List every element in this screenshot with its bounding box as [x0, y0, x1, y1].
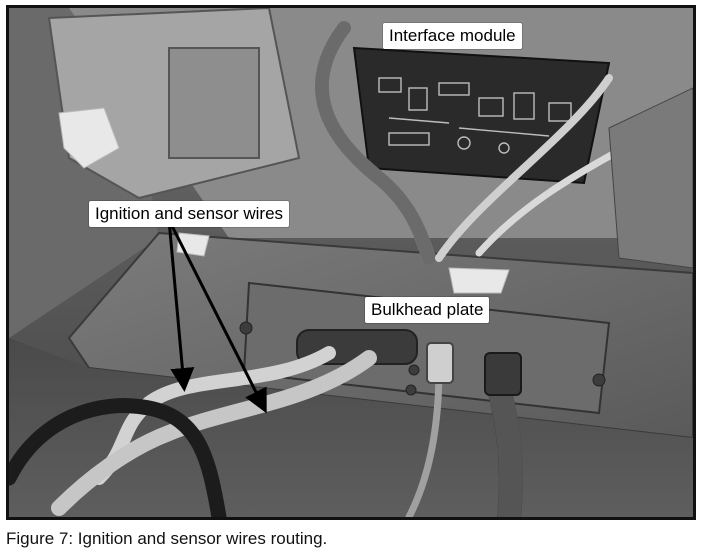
- tube-fitting: [426, 342, 454, 384]
- ignition-arrow-1: [167, 219, 195, 392]
- figure-caption: Figure 7: Ignition and sensor wires rout…: [6, 529, 328, 548]
- module-cable-2: [475, 144, 628, 257]
- ignition-sensor-wire-bundle: [92, 346, 336, 485]
- conduit-fitting: [484, 352, 522, 396]
- sensor-wire-bundle: [51, 350, 377, 516]
- right-wall: [608, 87, 693, 269]
- floor-conduit-left: [9, 398, 227, 517]
- bracket-inner: [168, 47, 260, 159]
- callout-interface-module: Interface module: [383, 23, 522, 49]
- module-cable: [435, 74, 613, 262]
- equipment-photo: [9, 8, 693, 517]
- callout-bulkhead-plate: Bulkhead plate: [365, 297, 490, 323]
- ignition-arrow-2: [167, 219, 267, 414]
- figure-photo-frame: Interface module Ignition and sensor wir…: [6, 5, 696, 520]
- callout-ignition-sensor-wires: Ignition and sensor wires: [89, 201, 290, 227]
- metal-tube: [405, 364, 443, 517]
